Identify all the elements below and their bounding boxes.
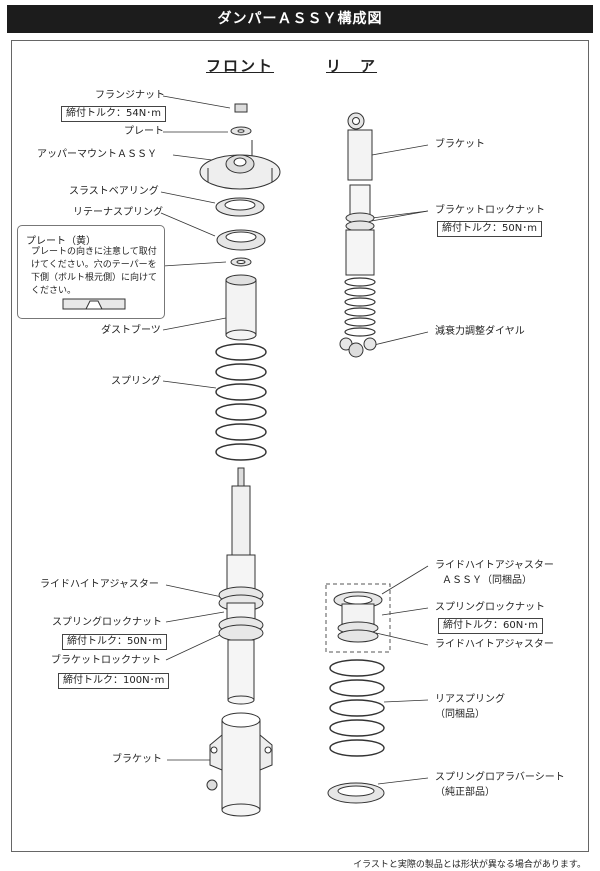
rear-spring-lower-seat-note: （純正部品） bbox=[435, 787, 495, 798]
rear-bracket-lock-nut-label: ブラケットロックナット bbox=[435, 205, 545, 216]
diagram-frame bbox=[11, 40, 589, 852]
rear-bracket-label: ブラケット bbox=[435, 139, 485, 150]
front-upper-mount-label: アッパーマウントＡＳＳＹ bbox=[37, 149, 157, 160]
front-flange-nut-torque: 締付トルク：54N･m bbox=[61, 106, 166, 122]
front-flange-nut-label: フランジナット bbox=[95, 90, 165, 101]
plate-note: プレート（黄） プレートの向きに注意して取付けてください。穴のテーパーを下側（ボ… bbox=[17, 225, 165, 319]
rear-ride-height-adjuster-assy-label: ライドハイトアジャスター bbox=[435, 560, 554, 571]
rear-spring-label: リアスプリング bbox=[435, 694, 505, 705]
rear-header: リ ア bbox=[326, 57, 378, 75]
rear-damping-dial-label: 減衰力調整ダイヤル bbox=[435, 326, 525, 337]
rear-spring-lock-nut-torque: 締付トルク：60N･m bbox=[438, 618, 543, 634]
front-bracket-lock-nut-torque: 締付トルク：100N･m bbox=[58, 673, 170, 689]
rear-spring-lower-seat-label: スプリングロアラバーシート bbox=[435, 772, 565, 783]
front-spring-lock-nut-label: スプリングロックナット bbox=[52, 617, 162, 628]
front-bracket-label: ブラケット bbox=[112, 754, 162, 765]
rear-bracket-lock-nut-torque: 締付トルク：50N･m bbox=[437, 221, 542, 237]
front-ride-height-adjuster-label: ライドハイトアジャスター bbox=[40, 579, 159, 590]
page-title: ダンパーＡＳＳＹ構成図 bbox=[7, 5, 593, 33]
front-plate-label: プレート bbox=[124, 126, 164, 137]
front-spring-label: スプリング bbox=[111, 376, 161, 387]
front-bracket-lock-nut-label: ブラケットロックナット bbox=[51, 655, 161, 666]
rear-ride-height-adjuster-assy-note: ＡＳＳＹ（同梱品） bbox=[442, 575, 532, 586]
plate-section-icon bbox=[62, 298, 126, 310]
front-thrust-bearing-label: スラストベアリング bbox=[69, 186, 159, 197]
plate-note-title: プレート（黄） bbox=[26, 236, 96, 247]
plate-note-text: プレートの向きに注意して取付けてください。穴のテーパーを下側（ボルト根元側）に向… bbox=[31, 247, 158, 296]
front-retainer-spring-label: リテーナスプリング bbox=[73, 207, 163, 218]
rear-spring-lock-nut-label: スプリングロックナット bbox=[435, 602, 545, 613]
rear-ride-height-adjuster-label: ライドハイトアジャスター bbox=[435, 639, 554, 650]
rear-spring-note: （同梱品） bbox=[435, 709, 485, 720]
front-spring-lock-nut-torque: 締付トルク：50N･m bbox=[62, 634, 167, 650]
footer-disclaimer: イラストと実際の製品とは形状が異なる場合があります。 bbox=[353, 860, 586, 870]
front-dust-boots-label: ダストブーツ bbox=[101, 325, 161, 336]
front-header: フロント bbox=[206, 57, 275, 75]
